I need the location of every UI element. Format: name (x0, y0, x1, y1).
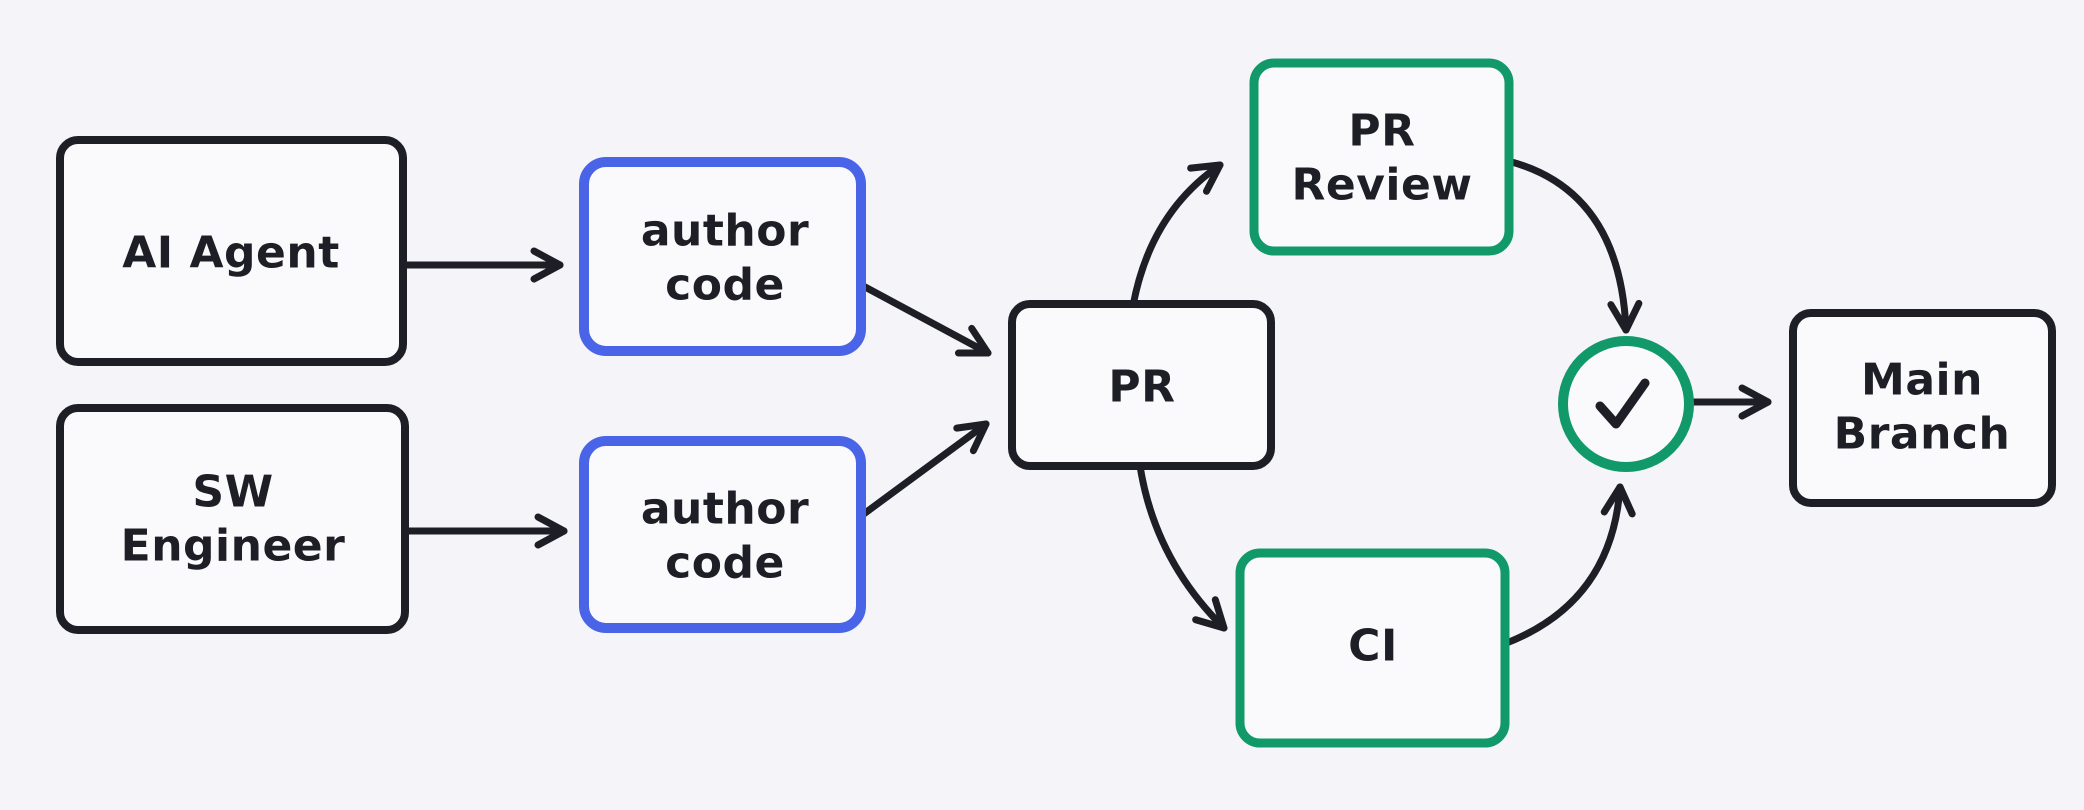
edge-author-code-top-to-pr (848, 276, 992, 357)
edge-ci-to-approval (1500, 483, 1636, 648)
node-label: code (665, 260, 785, 311)
node-label: Branch (1834, 409, 2011, 460)
node-label: author (641, 484, 809, 535)
node-label: CI (1348, 621, 1398, 672)
node-label: PR (1108, 362, 1175, 413)
node-label: AI Agent (122, 228, 340, 279)
node-ci: CI (1235, 548, 1510, 748)
node-sw-engineer: SW Engineer (56, 404, 409, 634)
node-approval-check (1558, 336, 1694, 472)
node-pr-review: PR Review (1249, 58, 1514, 256)
edge-pr-to-pr-review (1129, 161, 1224, 310)
checkmark-icon (1595, 378, 1650, 429)
node-author-code-bottom: author code (579, 436, 866, 633)
edge-pr-review-to-approval (1504, 157, 1643, 334)
node-label: Main (1861, 355, 1983, 406)
node-label: author (641, 206, 809, 257)
node-main-branch: Main Branch (1789, 309, 2056, 507)
node-pr: PR (1008, 300, 1275, 470)
node-author-code-top: author code (579, 157, 866, 356)
node-ai-agent: AI Agent (56, 136, 407, 366)
node-label: PR (1348, 106, 1415, 157)
node-label: Engineer (121, 521, 346, 572)
node-label: SW (192, 467, 273, 518)
edge-author-code-bottom-to-pr (857, 420, 990, 520)
node-label: code (665, 538, 785, 589)
edge-pr-to-ci (1136, 462, 1228, 632)
node-label: Review (1292, 160, 1473, 211)
